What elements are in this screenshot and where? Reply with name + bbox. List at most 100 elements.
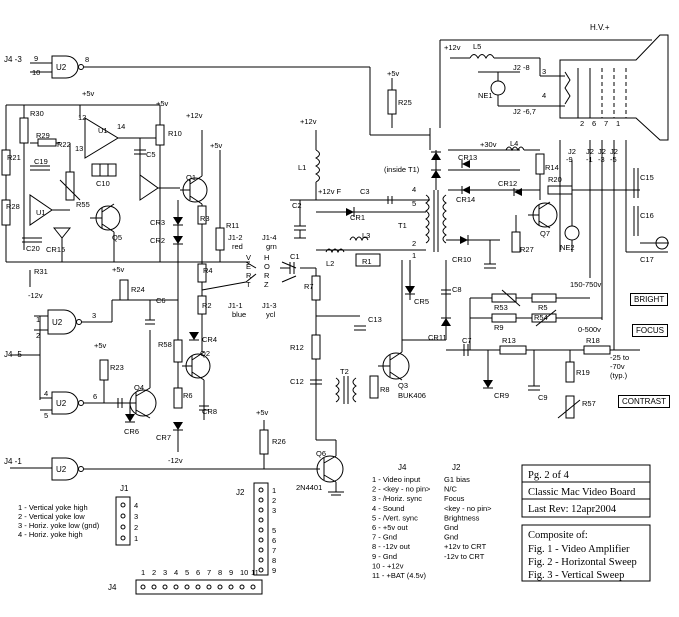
label-r28: R28 — [6, 202, 20, 211]
pin-table-j4-row: 4 - Sound — [372, 504, 405, 513]
label-r5: R5 — [538, 303, 548, 312]
j1-pin-label: 2 — [134, 523, 138, 532]
pin-table-j4-row: 1 - Video input — [372, 475, 421, 484]
j4-pin-label: 11 — [251, 568, 259, 577]
j4-pin — [250, 584, 256, 590]
label-l2: L2 — [326, 259, 334, 268]
label-cr15: CR15 — [46, 245, 65, 254]
pin-2b: 2 — [36, 331, 40, 340]
pin-table-j2-row: Focus — [444, 494, 465, 503]
label-cr3: CR3 — [150, 218, 165, 227]
j1-pin — [120, 535, 126, 541]
label-r55: R55 — [76, 200, 90, 209]
pin-5b: 5 — [44, 411, 48, 420]
label-j4-1: J4 -1 — [4, 457, 22, 466]
label-j2-5b: -5 — [610, 155, 617, 164]
label-r18: R18 — [586, 336, 600, 345]
j1-pin — [120, 513, 126, 519]
pin-2c: 2 — [412, 239, 416, 248]
j4-pin-label: 7 — [207, 568, 211, 577]
j1-pin — [120, 524, 126, 530]
pin-table-j4-header: J4 — [398, 463, 407, 472]
label-r29: R29 — [36, 131, 50, 140]
label-q6-part: 2N4401 — [296, 483, 322, 492]
u2-gate-top — [30, 55, 430, 136]
label-v5-r24: +5v — [112, 265, 125, 274]
focus-button[interactable]: FOCUS — [632, 324, 668, 337]
label-r31: R31 — [34, 267, 48, 276]
title-fig-3: Fig. 3 - Vertical Sweep — [528, 570, 624, 581]
pin-4b: 4 — [44, 389, 48, 398]
j2-pin — [258, 507, 264, 513]
pin-3: 3 — [542, 67, 546, 76]
label-vert-t: T — [246, 280, 251, 289]
crt-tube — [439, 34, 669, 141]
pin-table-j2-row: Gnd — [444, 533, 458, 542]
contrast-button[interactable]: CONTRAST — [618, 395, 670, 408]
label-c13: C13 — [368, 315, 382, 324]
label-j2-9a: J2 — [568, 147, 576, 156]
label-neg-volt-2: -70v — [610, 362, 625, 371]
bright-button-label: BRIGHT — [634, 295, 665, 304]
j2-pin-label: 9 — [272, 566, 276, 575]
label-r1: R1 — [362, 257, 372, 266]
j1-pin — [120, 502, 126, 508]
label-r10: R10 — [168, 129, 182, 138]
pin-5c: 5 — [412, 199, 416, 208]
title-fig-1: Fig. 1 - Video Amplifier — [528, 544, 630, 555]
label-c19: C19 — [34, 157, 48, 166]
j4-pin — [184, 584, 190, 590]
j2-pin-label: 2 — [272, 496, 276, 505]
label-horz-o: O — [264, 262, 270, 271]
vertical-sweep-left — [1, 104, 250, 263]
pin-table-j4-row: 11 - +BAT (4.5v) — [372, 571, 426, 580]
label-r54: R54 — [534, 313, 548, 322]
pin-13: 13 — [75, 144, 83, 153]
j4-pin-label: 2 — [152, 568, 156, 577]
label-v5-r25: +5v — [387, 69, 400, 78]
label-u1-small: U1 — [36, 208, 46, 217]
l5-ne1 — [450, 54, 565, 107]
label-j1-3: J1-3 — [262, 301, 277, 310]
label-horz-r: R — [264, 271, 270, 280]
label-u2-top: U2 — [56, 63, 67, 72]
label-cr7: CR7 — [156, 433, 171, 442]
q6-stage — [259, 420, 344, 496]
j2-pin — [258, 517, 264, 523]
pin-table-j2-header: J2 — [452, 463, 461, 472]
label-r8: R8 — [380, 385, 390, 394]
label-neg-volt-1: -25 to — [610, 353, 629, 362]
label-vert-v: V — [246, 253, 251, 262]
label-c8: C8 — [452, 285, 462, 294]
label-l1: L1 — [298, 163, 306, 172]
j4-pin — [151, 584, 157, 590]
j4-pin-label: 1 — [141, 568, 145, 577]
label-j1-2: J1-2 — [228, 233, 243, 242]
label-neg-volt-3: (typ.) — [610, 371, 628, 380]
label-vm12-q: -12v — [168, 456, 183, 465]
label-v5-r10: +5v — [156, 99, 169, 108]
label-cr5: CR5 — [414, 297, 429, 306]
pin-9: 9 — [34, 54, 38, 63]
j2-connector — [253, 482, 269, 576]
j2-pin — [258, 567, 264, 573]
label-r19: R19 — [576, 368, 590, 377]
title-board: Classic Mac Video Board — [528, 487, 636, 498]
label-j2: J2 — [236, 488, 245, 497]
bright-button[interactable]: BRIGHT — [630, 293, 669, 306]
label-c1: C1 — [290, 252, 300, 261]
j2-pin-label: 5 — [272, 526, 276, 535]
label-t2: T2 — [340, 367, 349, 376]
j2-pin — [258, 547, 264, 553]
j4-pin — [162, 584, 168, 590]
label-u2-mid: U2 — [52, 318, 63, 327]
label-r23: R23 — [110, 363, 124, 372]
label-cr12: CR12 — [498, 179, 517, 188]
pin-table-j2-row: <key - no pin> — [444, 504, 492, 513]
label-j4-3: J4 -3 — [4, 55, 22, 64]
j2-pin — [258, 497, 264, 503]
pin-table-j2-row: Gnd — [444, 523, 458, 532]
pin-table-j2-row: +12v to CRT — [444, 542, 487, 551]
j4-pin-label: 3 — [163, 568, 167, 577]
